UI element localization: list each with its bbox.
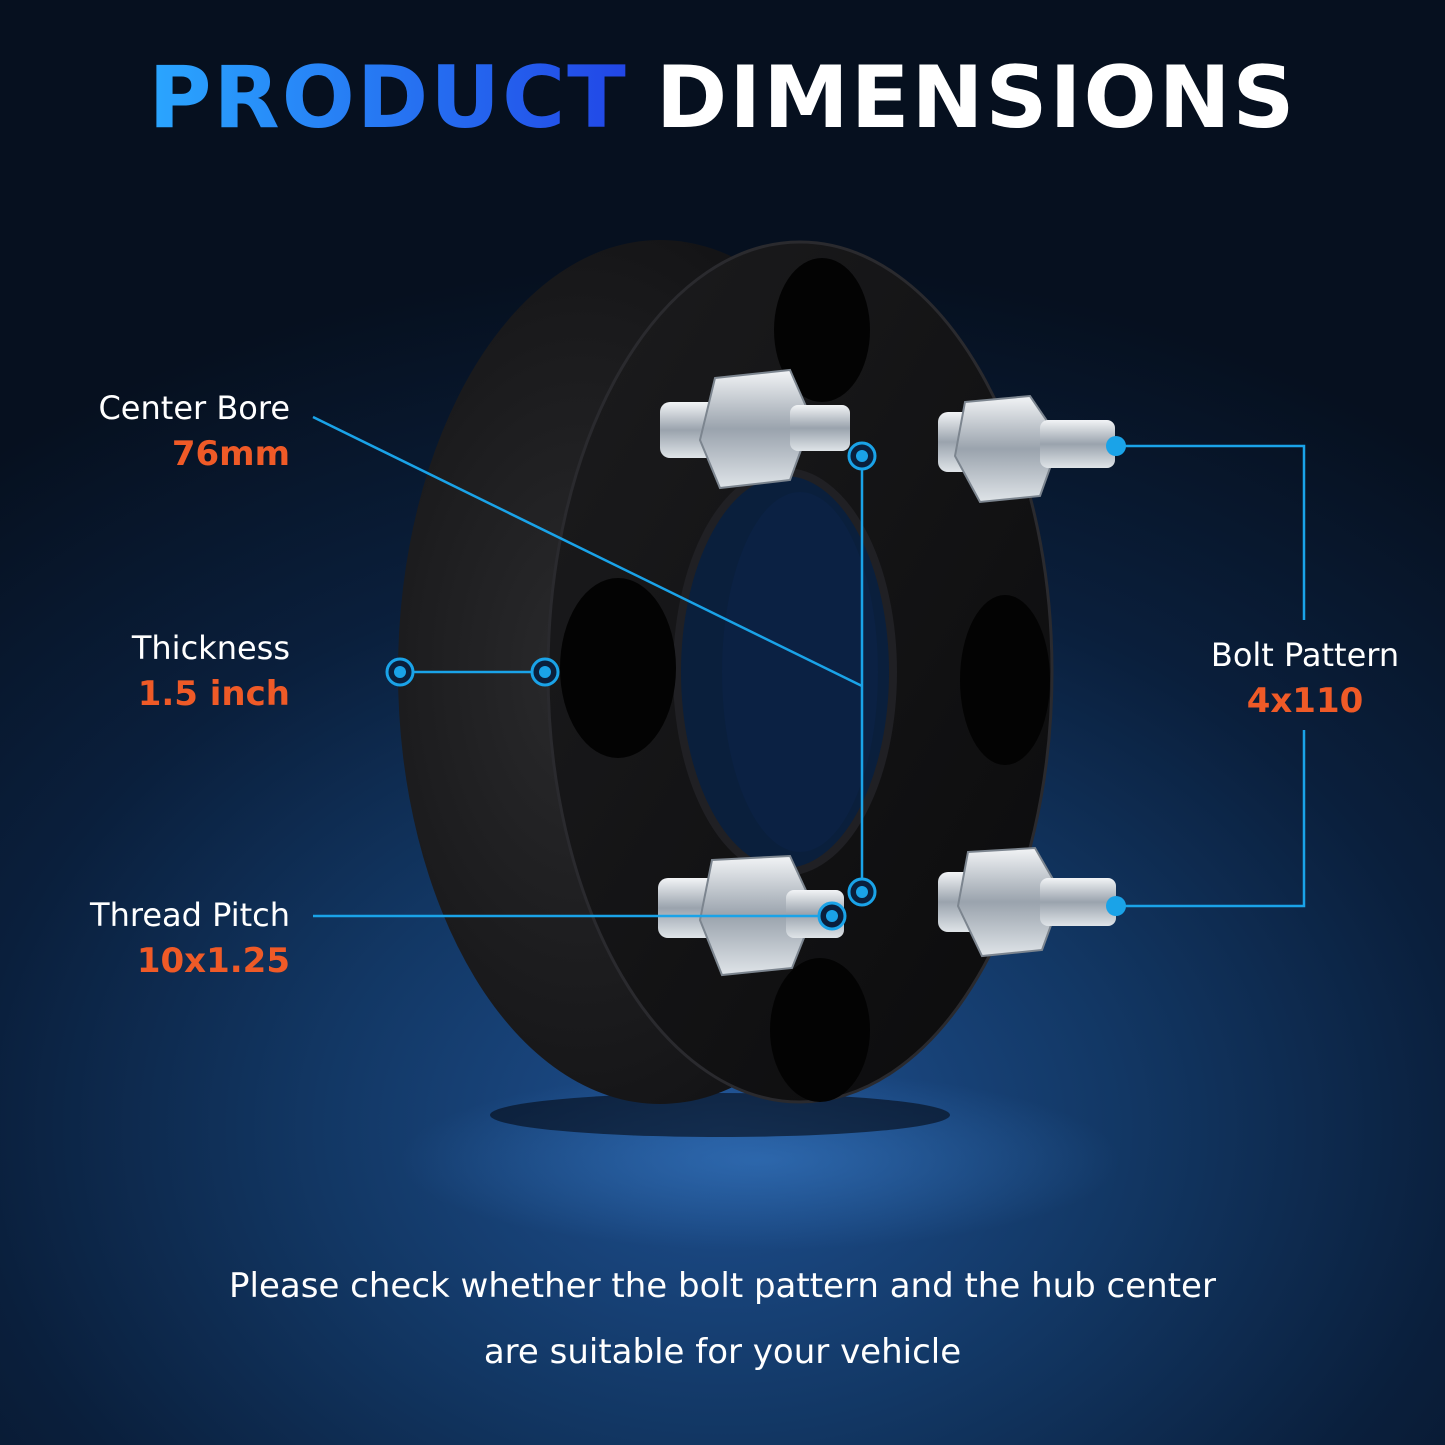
footer-note: Please check whether the bolt pattern an… [0,1253,1445,1385]
bolt-pattern-value: 4x110 [1246,681,1364,721]
stud-top-right [938,394,1115,504]
bolt-pattern-name: Bolt Pattern [1210,636,1400,674]
center-bore-leader [312,415,863,688]
dot-bolt-top [1106,436,1126,456]
title-dimensions: DIMENSIONS [655,48,1297,148]
callout-dots [385,436,1126,931]
title-product: PRODUCT [148,48,628,148]
bolt-hole-left [560,578,676,758]
stud-top-left [660,368,850,490]
bolt-pattern-bracket-top [1118,444,1306,620]
center-bore-name: Center Bore [98,389,290,427]
dot-bolt-bottom [1106,896,1126,916]
spacer-shadow [490,1093,950,1137]
stud-bottom-right [938,846,1116,958]
thickness-name: Thickness [131,629,290,667]
center-bore-label: Center Bore 76mm [40,386,290,478]
bolt-hole-right [960,595,1050,765]
thread-pitch-label: Thread Pitch 10x1.25 [20,893,290,985]
footer-line-1: Please check whether the bolt pattern an… [229,1266,1216,1306]
bolt-pattern-bracket-bottom [1118,730,1306,908]
thickness-value: 1.5 inch [137,674,290,714]
bolt-hole-bottom [770,958,870,1102]
bolt-hole-top [774,258,870,402]
thickness-label: Thickness 1.5 inch [40,626,290,718]
thread-pitch-name: Thread Pitch [90,896,290,934]
center-bore-value: 76mm [171,434,290,474]
callout-lines [312,415,1306,918]
thread-pitch-value: 10x1.25 [136,941,290,981]
footer-line-2: are suitable for your vehicle [483,1332,962,1372]
bolt-pattern-label: Bolt Pattern 4x110 [1195,633,1415,725]
page-title: PRODUCT DIMENSIONS [0,48,1445,148]
